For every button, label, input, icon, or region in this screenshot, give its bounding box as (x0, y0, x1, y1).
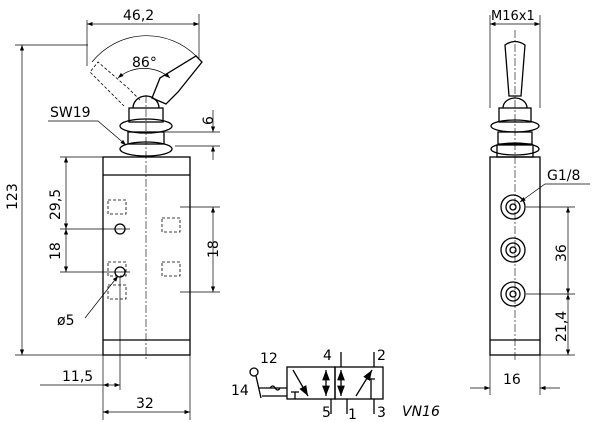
dim-port-offset: 29,5 (48, 189, 64, 220)
upper-nut (119, 118, 173, 134)
valve-body (102, 156, 191, 356)
valve-symbol: 12 14 4 2 5 1 3 VN16 (231, 348, 440, 422)
dim-port-bottom: 21,4 (554, 311, 570, 342)
dim-nut-height: 6 (201, 116, 217, 125)
dim-port-pitch-left: 18 (48, 242, 64, 260)
dim-hole-offset: 11,5 (62, 369, 93, 385)
lever-side (504, 40, 526, 97)
dim-body-width: 32 (136, 396, 154, 412)
model-label: VN16 (402, 404, 440, 420)
port-5: 5 (322, 405, 331, 421)
lever-actuator-icon (249, 367, 259, 377)
port-2: 2 (377, 348, 386, 364)
angle-label: 86° (132, 55, 157, 71)
port-thread-label: G1/8 (547, 168, 580, 184)
dim-total-height: 123 (5, 183, 21, 210)
port-1: 1 (348, 407, 357, 422)
side-view: M16x1 G1/8 36 21,4 16 (470, 9, 590, 395)
wrench-size-label: SW19 (50, 105, 91, 121)
port-circle (500, 281, 526, 307)
lever (151, 55, 203, 105)
dim-port-pitch-right: 18 (206, 240, 222, 258)
port-4: 4 (323, 348, 332, 364)
front-view: 86° 46,2 SW19 6 123 29,5 18 (5, 8, 222, 420)
dim-width-top: 46,2 (123, 8, 154, 24)
port-circle (500, 237, 526, 263)
hole-diameter-label: ø5 (57, 313, 74, 329)
port-14: 14 (231, 383, 249, 399)
port-12: 12 (260, 351, 278, 367)
lower-nut (119, 141, 173, 157)
knurled-ring (128, 107, 164, 123)
port-circle (500, 194, 526, 220)
dim-port-pitch: 36 (554, 244, 570, 262)
thread-label: M16x1 (491, 9, 535, 24)
dim-side-width: 16 (503, 372, 521, 388)
mounting-hole (114, 223, 126, 235)
port-3: 3 (377, 405, 386, 421)
